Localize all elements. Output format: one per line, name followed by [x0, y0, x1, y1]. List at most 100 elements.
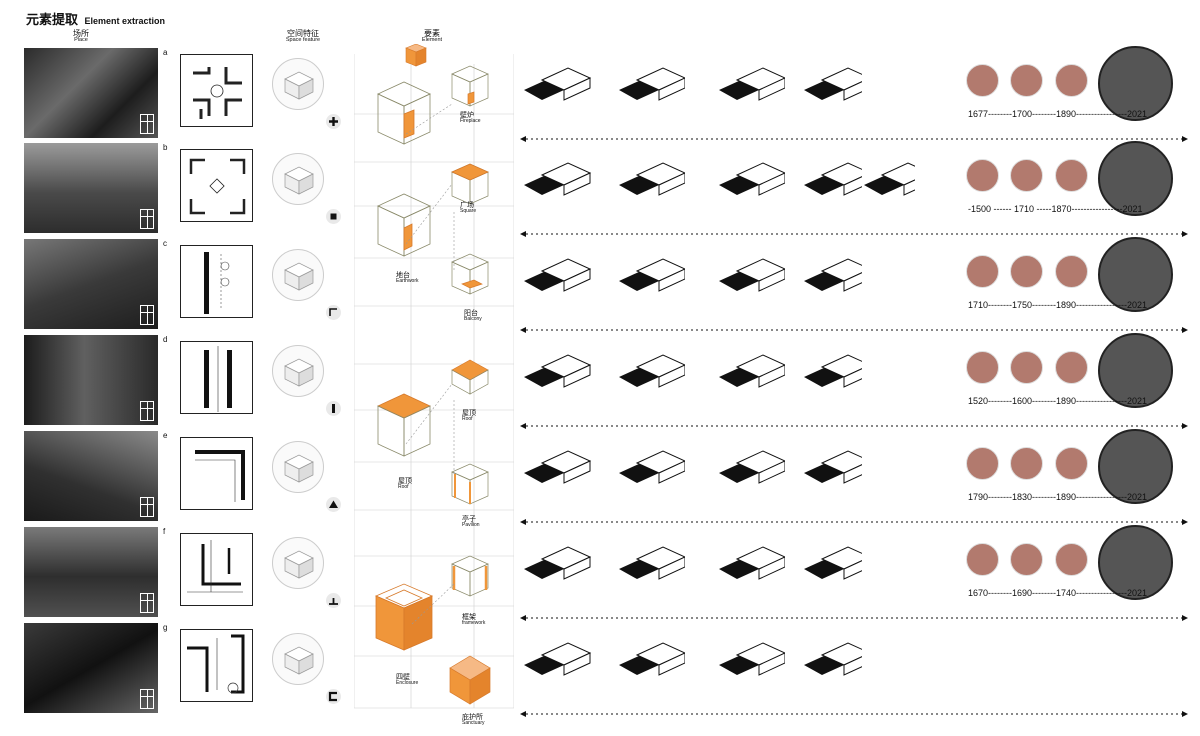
row-b: b-1500 ------ 1710 -----1870------------…	[0, 139, 1200, 237]
element-label-en: Fireplace	[460, 118, 481, 125]
axonometric-drawing	[800, 433, 862, 509]
element-label-zh: 屋顶	[398, 477, 412, 485]
element-label-zh: 屋顶	[462, 409, 476, 417]
col-header-element: 要素 Element	[387, 29, 477, 44]
plan-diagram	[180, 437, 253, 510]
element-label-en: framework	[462, 620, 486, 627]
element-label-zh: 广场	[460, 201, 474, 209]
plan-diagram	[180, 629, 253, 702]
history-photo	[966, 447, 999, 480]
element-label-en: Sanctuary	[462, 720, 485, 727]
row-letter: g	[163, 623, 168, 632]
axonometric-drawing	[715, 529, 785, 605]
timeline-arrow	[520, 321, 1188, 333]
element-label-zh: 框架	[462, 613, 476, 621]
history-photo	[966, 255, 999, 288]
col-header-element-zh: 要素	[424, 29, 440, 38]
element-label-en: Enclosure	[396, 680, 419, 687]
element-label-zh: 亭子	[462, 515, 476, 523]
space-feature-diagram	[272, 249, 324, 301]
axonometric-drawing	[615, 625, 685, 701]
history-photo	[1010, 447, 1043, 480]
timeline-arrow	[520, 609, 1188, 621]
plan-diagram	[180, 533, 253, 606]
element-cube-icon	[405, 44, 427, 67]
col-header-space: 空间特征 Space feature	[258, 29, 348, 44]
element-label-en: Pavilion	[462, 522, 480, 529]
bracket-icon	[326, 689, 341, 704]
axonometric-drawing	[520, 529, 598, 605]
plan-diagram	[180, 54, 253, 127]
mini-plan-icon	[140, 114, 154, 134]
axonometric-drawing	[800, 529, 862, 605]
history-years: -1500 ------ 1710 -----1870-------------…	[968, 204, 1143, 214]
axonometric-drawing	[520, 145, 598, 221]
history-photo-current	[1098, 333, 1173, 408]
axonometric-drawing	[520, 241, 598, 317]
axonometric-drawing	[800, 50, 862, 126]
row-d: d 1520--------1600--------1890-----------…	[0, 331, 1200, 429]
t-shape-icon	[326, 593, 341, 608]
history-years: 1520--------1600--------1890------------…	[968, 396, 1147, 406]
timeline-arrow	[520, 225, 1188, 237]
element-small-cubes	[449, 65, 491, 705]
col-header-space-en: Space feature	[285, 37, 321, 44]
history-photo-current	[1098, 525, 1173, 600]
axonometric-drawing	[715, 145, 785, 221]
axonometric-drawing	[715, 241, 785, 317]
axonometric-drawing	[615, 145, 685, 221]
row-letter: d	[163, 335, 168, 344]
history-photo	[966, 64, 999, 97]
element-label-en: Square	[460, 208, 477, 215]
axonometric-drawing	[615, 337, 685, 413]
plan-diagram	[180, 341, 253, 414]
axonometric-drawing	[520, 50, 598, 126]
axonometric-drawing	[715, 337, 785, 413]
square-icon	[326, 209, 341, 224]
history-years: 1677--------1700--------1890------------…	[968, 109, 1147, 119]
place-photo	[24, 527, 158, 617]
history-panel: 1790--------1830--------1890------------…	[960, 427, 1196, 521]
axonometric-drawing	[860, 145, 915, 221]
element-label-zh: 庇护所	[462, 713, 483, 721]
element-label-en: Roof	[398, 484, 409, 491]
axonometric-drawing	[520, 625, 598, 701]
axonometric-drawing	[800, 145, 862, 221]
row-e: e 1790--------1830--------1890-----------…	[0, 427, 1200, 525]
mini-plan-icon	[140, 401, 154, 421]
plan-diagram	[180, 245, 253, 318]
row-letter: e	[163, 431, 168, 440]
space-feature-diagram	[272, 345, 324, 397]
place-photo	[24, 239, 158, 329]
mini-plan-icon	[140, 689, 154, 709]
row-letter: f	[163, 527, 166, 536]
title-en: Element extraction	[84, 16, 165, 26]
history-photo	[1055, 64, 1088, 97]
element-label-zh: 四壁	[396, 673, 410, 681]
axonometric-drawing	[715, 625, 785, 701]
history-photo	[1055, 543, 1088, 576]
mini-plan-icon	[140, 209, 154, 229]
title-zh: 元素提取	[26, 13, 79, 28]
place-photo	[24, 335, 158, 425]
history-photo	[1010, 255, 1043, 288]
axonometric-drawing	[615, 433, 685, 509]
axonometric-drawing	[615, 529, 685, 605]
history-photo-current	[1098, 141, 1173, 216]
history-photo	[1055, 159, 1088, 192]
triangle-icon	[326, 497, 341, 512]
element-label-en: Roof	[462, 416, 473, 423]
timeline-arrow	[520, 705, 1188, 717]
history-photo	[966, 159, 999, 192]
col-header-place: 场所 Place	[36, 29, 126, 44]
col-header-place-zh: 场所	[73, 29, 89, 38]
history-years: 1710--------1750--------1890------------…	[968, 300, 1147, 310]
axonometric-drawing	[800, 241, 862, 317]
element-label-zh: 地台	[396, 271, 410, 279]
